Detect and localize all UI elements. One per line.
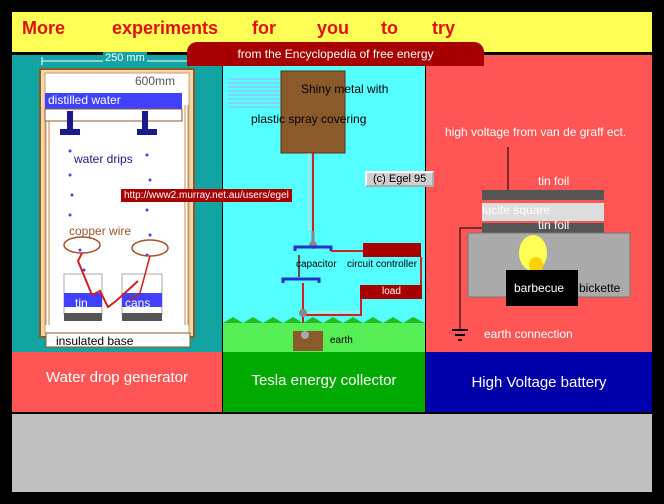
bottom-panel (12, 414, 652, 492)
copyright-box: (c) Egel 95 (365, 171, 435, 187)
title-bar: More experiments for you to try (12, 12, 652, 52)
insulated-base-label: insulated base (56, 334, 134, 348)
title-word-4: you (317, 18, 350, 38)
bickette-label: bickette (579, 281, 621, 295)
tesla-diagram (223, 70, 425, 352)
earth-connection-label: earth connection (484, 327, 573, 341)
high-voltage-battery-link[interactable]: High Voltage battery (426, 352, 652, 412)
water-drips-label: water drips (74, 152, 133, 166)
circuit-controller-label: circuit controller (347, 259, 418, 270)
tin-foil-top-label: tin foil (538, 174, 570, 188)
earth-label: earth (330, 335, 353, 346)
title-word-6: try (432, 18, 456, 38)
tesla-energy-collector-link[interactable]: Tesla energy collector (223, 352, 425, 412)
tin-foil-bottom-label: tin foil (538, 218, 570, 232)
lucite-label: lucite square (482, 203, 551, 217)
height-dimension: 600mm (135, 74, 176, 88)
title-word-1: More (22, 18, 66, 38)
width-dimension: 250 mm (103, 52, 147, 64)
barbecue-label: barbecue (514, 281, 565, 295)
title-word-3: for (252, 18, 276, 38)
distilled-water-label: distilled water (48, 93, 121, 107)
hv-source-label: high voltage from van de graff ect. (445, 125, 627, 139)
hv-battery-diagram (452, 147, 631, 341)
plastic-spray-label: plastic spray covering (251, 112, 367, 126)
water-drop-generator-link[interactable]: Water drop generator (12, 352, 222, 412)
tin-label: tin (75, 296, 88, 310)
load-label: load (382, 286, 401, 297)
subtitle-banner: from the Encyclopedia of free energy (187, 42, 484, 66)
title-word-5: to (381, 18, 398, 38)
water-drop-diagram (39, 57, 195, 348)
title-word-2: experiments (112, 18, 219, 38)
capacitor-label: capacitor (296, 259, 337, 270)
url-link[interactable]: http://www2.murray.net.au/users/egel (121, 189, 292, 202)
shiny-metal-label: Shiny metal with (301, 82, 389, 96)
copper-wire-label: copper wire (69, 224, 132, 238)
cans-label: cans (125, 296, 151, 310)
